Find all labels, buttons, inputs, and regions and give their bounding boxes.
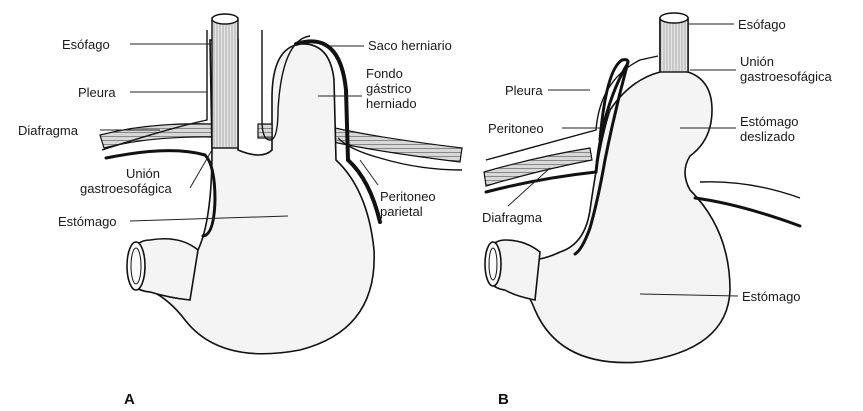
label-pleura-b: Pleura bbox=[505, 83, 543, 98]
diaphragm-right-line-b bbox=[700, 182, 800, 198]
panel-letter-b: B bbox=[498, 391, 509, 408]
label-estomago-desl-2-b: deslizado bbox=[740, 129, 795, 144]
esophagus-a bbox=[212, 18, 238, 148]
panel-a: Esófago Pleura Diafragma Unión gastroeso… bbox=[18, 14, 462, 408]
label-peritoneo-b: Peritoneo bbox=[488, 121, 544, 136]
panel-letter-a: A bbox=[124, 391, 135, 408]
label-peritoneo-2-a: parietal bbox=[380, 204, 423, 219]
label-union-1-a: Unión bbox=[126, 166, 160, 181]
diaphragm-right-a bbox=[333, 128, 462, 162]
label-esofago-a: Esófago bbox=[62, 37, 110, 52]
label-diafragma-a: Diafragma bbox=[18, 123, 79, 138]
pylorus-opening-a bbox=[127, 242, 145, 290]
label-diafragma-b: Diafragma bbox=[482, 210, 543, 225]
label-union-2-b: gastroesofágica bbox=[740, 69, 833, 84]
label-estomago-desl-1-b: Estómago bbox=[740, 114, 799, 129]
label-estomago-b: Estómago bbox=[742, 289, 801, 304]
label-fondo-2-a: gástrico bbox=[366, 81, 412, 96]
pylorus-opening-b bbox=[485, 242, 501, 286]
label-estomago-a: Estómago bbox=[58, 214, 117, 229]
esophagus-top-a bbox=[212, 14, 238, 24]
label-fondo-1-a: Fondo bbox=[366, 66, 403, 81]
esophagus-top-b bbox=[660, 13, 688, 23]
diaphragm-left-a bbox=[100, 124, 215, 148]
label-peritoneo-1-a: Peritoneo bbox=[380, 189, 436, 204]
label-pleura-a: Pleura bbox=[78, 85, 116, 100]
esophagus-b bbox=[660, 18, 688, 72]
label-saco-a: Saco herniario bbox=[368, 38, 452, 53]
leader-union-a bbox=[190, 150, 212, 188]
label-union-2-a: gastroesofágica bbox=[80, 181, 173, 196]
label-union-1-b: Unión bbox=[740, 54, 774, 69]
label-esofago-b: Esófago bbox=[738, 17, 786, 32]
label-fondo-3-a: herniado bbox=[366, 96, 417, 111]
panel-b: Esófago Unión gastroesofágica Pleura Per… bbox=[482, 13, 833, 408]
